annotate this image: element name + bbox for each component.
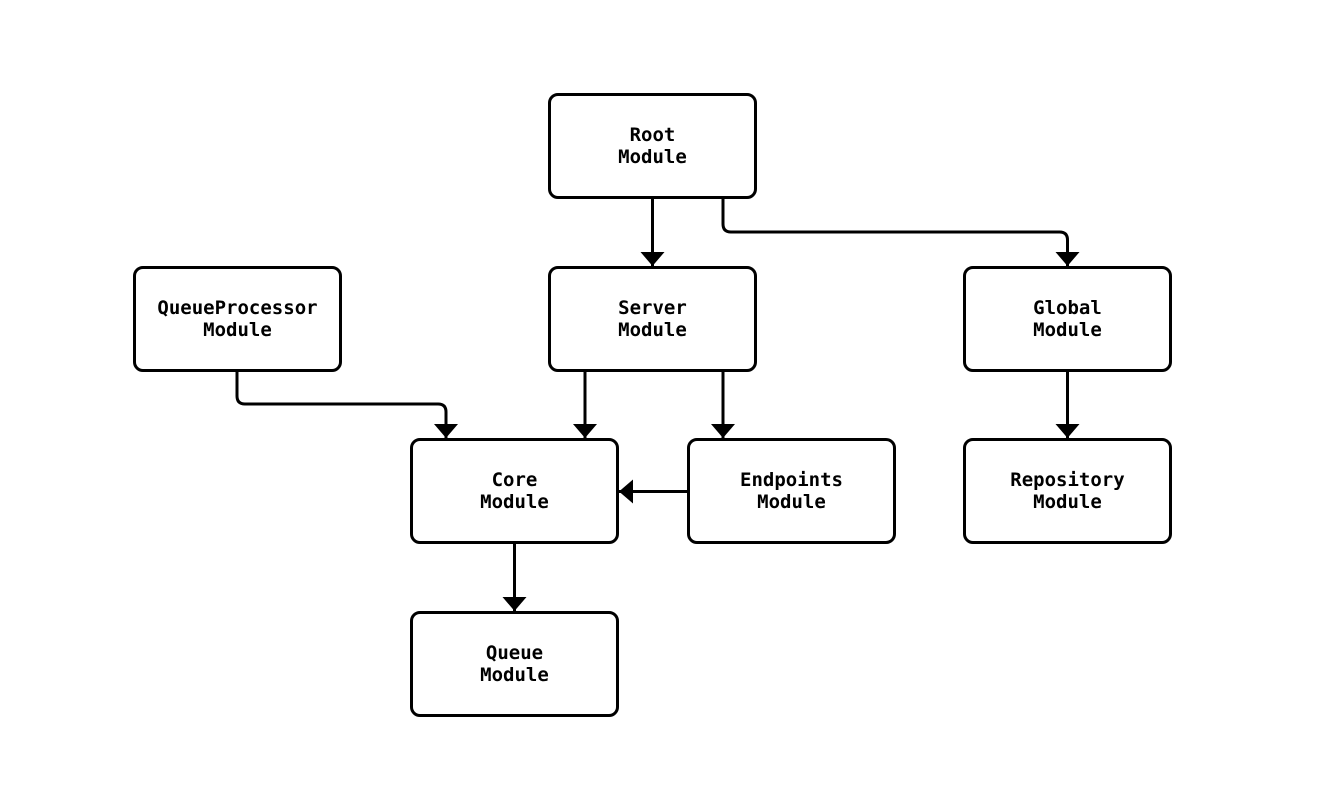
node-server-module: Server Module xyxy=(548,266,757,372)
node-queue-module: Queue Module xyxy=(410,611,619,717)
node-queueprocessor-module: QueueProcessor Module xyxy=(133,266,342,372)
node-repository-module-label: Repository Module xyxy=(1010,469,1125,513)
edge-queueprocessor-to-core xyxy=(235,372,458,438)
node-queueprocessor-module-label: QueueProcessor Module xyxy=(157,297,318,341)
edge-root-to-global xyxy=(721,199,1080,266)
node-server-module-label: Server Module xyxy=(618,297,687,341)
node-root-module-label: Root Module xyxy=(618,124,687,168)
node-endpoints-module-label: Endpoints Module xyxy=(740,469,843,513)
node-root-module: Root Module xyxy=(548,93,757,199)
node-repository-module: Repository Module xyxy=(963,438,1172,544)
node-queue-module-label: Queue Module xyxy=(480,642,549,686)
node-endpoints-module: Endpoints Module xyxy=(687,438,896,544)
node-core-module-label: Core Module xyxy=(480,469,549,513)
node-global-module-label: Global Module xyxy=(1033,297,1102,341)
node-core-module: Core Module xyxy=(410,438,619,544)
node-global-module: Global Module xyxy=(963,266,1172,372)
